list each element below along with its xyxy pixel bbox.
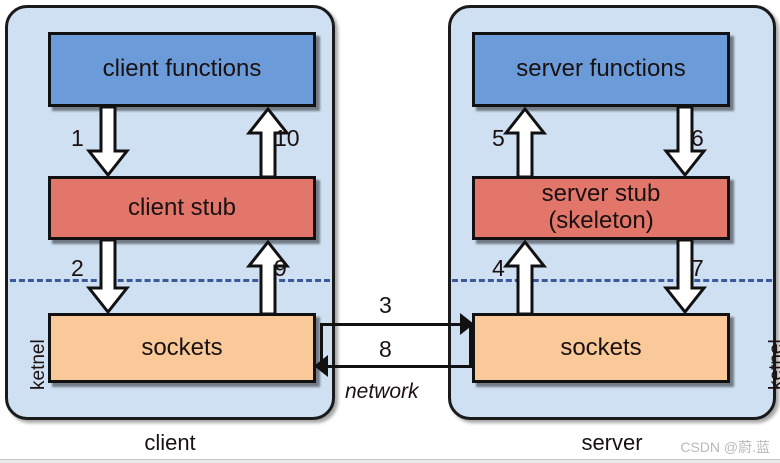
server-stub-line-1: server stub xyxy=(541,180,661,208)
server-caption: server xyxy=(581,430,643,455)
arrow-client-stub-to-sockets xyxy=(85,238,131,315)
arrow-client-functions-to-stub xyxy=(85,105,131,178)
step-label-4: 4 xyxy=(492,255,505,281)
client-caption: client xyxy=(144,430,196,455)
step-label-1: 1 xyxy=(71,125,84,151)
network-left-connector xyxy=(320,323,323,367)
arrow-client-stub-to-functions xyxy=(245,106,291,179)
step-label-2: 2 xyxy=(71,255,84,281)
arrow-server-stub-to-sockets xyxy=(662,238,708,315)
watermark: CSDN @蔚.蓝 xyxy=(680,439,770,455)
step-label-5: 5 xyxy=(492,125,505,151)
client-sockets-box: sockets xyxy=(48,313,316,383)
server-sockets-box: sockets xyxy=(472,313,730,383)
network-request-line xyxy=(320,323,472,326)
server-kernel-divider xyxy=(452,279,772,282)
server-stub-line-2: (skeleton) xyxy=(548,207,654,234)
arrow-server-sockets-to-stub xyxy=(502,239,548,316)
client-stub-box: client stub xyxy=(48,176,316,240)
server-stub-box: server stub (skeleton) xyxy=(472,176,730,240)
network-reply-line xyxy=(320,365,472,368)
client-functions-box: client functions xyxy=(48,32,316,107)
client-kernel-divider xyxy=(10,279,330,282)
arrow-client-sockets-to-stub xyxy=(245,239,291,316)
server-kernel-label: ketnel xyxy=(766,339,780,390)
network-label: network xyxy=(345,380,419,403)
arrow-server-functions-to-stub xyxy=(662,105,708,178)
client-kernel-label: ketnel xyxy=(28,339,49,390)
step-label-6: 6 xyxy=(691,125,704,151)
step-label-7: 7 xyxy=(691,255,704,281)
network-reply-arrowhead xyxy=(312,355,328,377)
network-request-arrowhead xyxy=(460,313,476,335)
step-label-10: 10 xyxy=(274,125,300,151)
network-right-connector xyxy=(469,323,472,367)
page-bottom-edge xyxy=(0,459,780,463)
step-label-3: 3 xyxy=(379,292,392,318)
server-functions-box: server functions xyxy=(472,32,730,107)
arrow-server-stub-to-functions xyxy=(502,106,548,179)
step-label-8: 8 xyxy=(379,336,392,362)
step-label-9: 9 xyxy=(274,255,287,281)
